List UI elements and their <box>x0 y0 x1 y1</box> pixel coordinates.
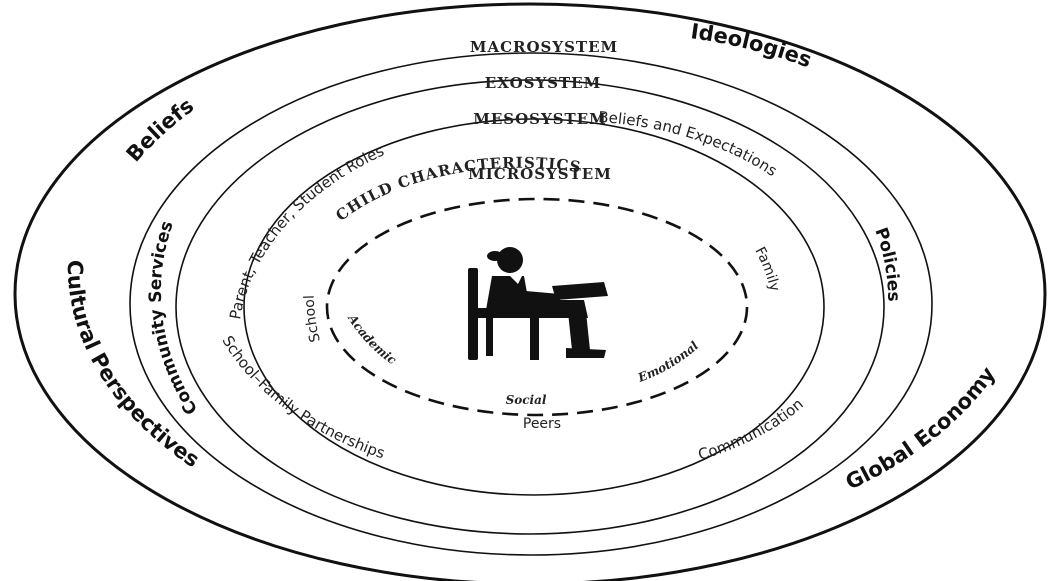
child-emotional-label: Emotional <box>635 338 701 385</box>
micro-family-label: Family <box>751 245 782 294</box>
macro-global-economy-label: Global Economy <box>842 362 1001 494</box>
macro-beliefs-label: Beliefs <box>122 93 198 166</box>
macro-ideologies-label: Ideologies <box>689 19 815 72</box>
meso-beliefs-expectations-label: Beliefs and Expectations <box>598 108 781 180</box>
child-reading-icon <box>468 247 608 360</box>
mesosystem-label: MESOSYSTEM <box>473 110 607 128</box>
exosystem-label: EXOSYSTEM <box>485 74 601 92</box>
macrosystem-label: MACROSYSTEM <box>470 38 618 56</box>
meso-communication-label: Communication <box>696 395 807 464</box>
child-social-label: Social <box>506 393 547 407</box>
micro-peers-label: Peers <box>523 416 561 432</box>
micro-school-label: School <box>302 295 324 344</box>
exo-policies-label: Policies <box>870 225 903 302</box>
meso-partnerships-label: School–Family Partnerships <box>218 333 387 463</box>
exo-community-services-label: Community Services <box>146 218 202 418</box>
